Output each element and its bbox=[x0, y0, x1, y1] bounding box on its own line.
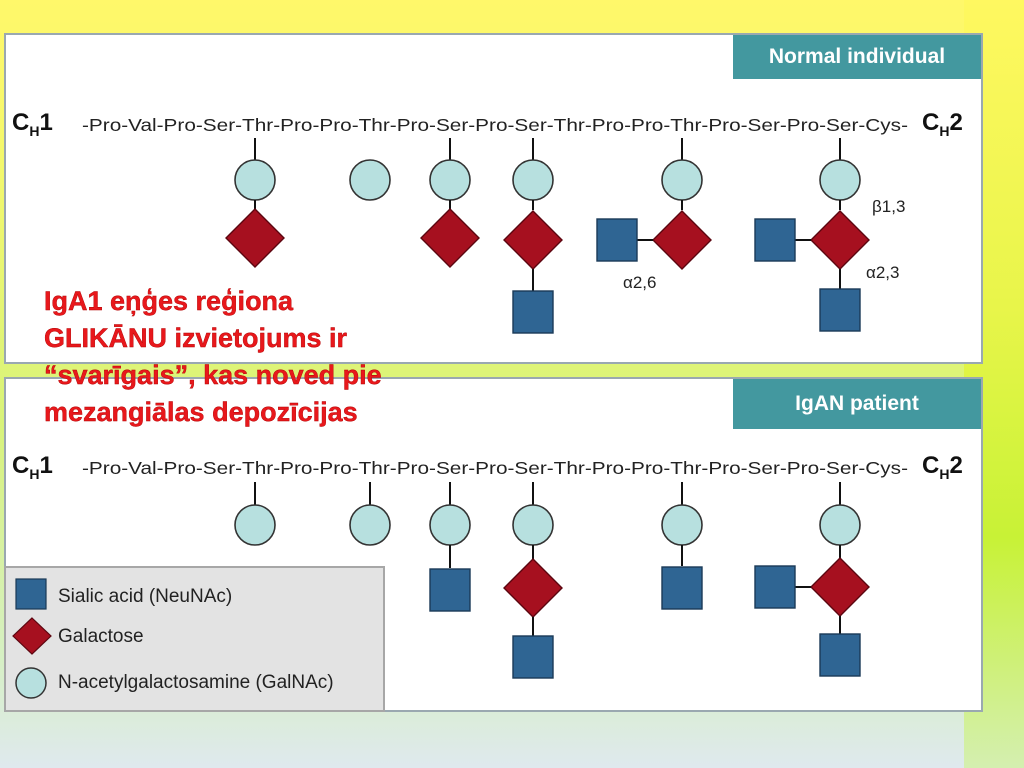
sialic-acid-square bbox=[512, 635, 554, 679]
sialic-acid-square bbox=[754, 218, 796, 262]
galnac-circle bbox=[234, 504, 276, 546]
ch2-label-top: C bbox=[922, 109, 939, 136]
galnac-circle bbox=[819, 504, 861, 546]
beta13-label: β1,3 bbox=[872, 197, 905, 216]
legend-label-galactose: Galactose bbox=[58, 626, 144, 647]
overlay-text-block: IgA1 eņģes reģiona GLIKĀNU izvietojums i… bbox=[44, 283, 604, 431]
peptide-sequence-bottom: -Pro-Val-Pro-Ser-Thr-Pro-Pro-Thr-Pro-Ser… bbox=[82, 458, 908, 478]
overlay-line-1: IgA1 eņģes reģiona bbox=[44, 286, 294, 316]
sialic-acid-square-icon bbox=[15, 578, 47, 610]
galnac-circle bbox=[349, 159, 391, 201]
galactose-diamond bbox=[810, 210, 870, 270]
galnac-circle-icon bbox=[15, 667, 47, 699]
galactose-diamond bbox=[652, 210, 712, 270]
galnac-circle bbox=[429, 504, 471, 546]
legend-label-sialic: Sialic acid (NeuNAc) bbox=[58, 586, 233, 607]
galnac-circle bbox=[429, 159, 471, 201]
sialic-acid-square bbox=[512, 290, 554, 334]
svg-text:CH1: CH1 bbox=[12, 452, 53, 482]
galactose-diamond bbox=[810, 557, 870, 617]
svg-text:CH1: CH1 bbox=[12, 109, 53, 139]
galnac-circle bbox=[819, 159, 861, 201]
galnac-circle bbox=[512, 504, 554, 546]
overlay-line-3: “svarīgais”, kas noved pie bbox=[44, 360, 382, 390]
galnac-circle bbox=[661, 504, 703, 546]
svg-text:CH2: CH2 bbox=[922, 109, 963, 139]
ch1-label-top: C bbox=[12, 109, 29, 136]
sialic-acid-square bbox=[754, 565, 796, 609]
sialic-acid-square bbox=[819, 288, 861, 332]
igan-patient-tag: IgAN patient bbox=[733, 379, 981, 429]
glycans-igan bbox=[234, 482, 870, 679]
galnac-circle bbox=[512, 159, 554, 201]
overlay-line-2: GLIKĀNU izvietojums ir bbox=[44, 323, 348, 353]
peptide-sequence-top: -Pro-Val-Pro-Ser-Thr-Pro-Pro-Thr-Pro-Ser… bbox=[82, 115, 908, 135]
sialic-acid-square bbox=[661, 566, 703, 610]
alpha23-label: α2,3 bbox=[866, 263, 899, 282]
sialic-acid-square bbox=[819, 633, 861, 677]
galactose-diamond bbox=[225, 208, 285, 268]
galnac-circle bbox=[349, 504, 391, 546]
overlay-line-4: mezangiālas depozīcijas bbox=[44, 397, 358, 427]
legend: Sialic acid (NeuNAc) Galactose N-acetylg… bbox=[4, 566, 385, 712]
alpha26-label: α2,6 bbox=[623, 273, 656, 292]
sialic-acid-square bbox=[429, 568, 471, 612]
galactose-diamond bbox=[503, 558, 563, 618]
legend-label-galnac: N-acetylgalactosamine (GalNAc) bbox=[58, 672, 334, 693]
galnac-circle bbox=[661, 159, 703, 201]
galactose-diamond bbox=[420, 208, 480, 268]
sialic-acid-square bbox=[596, 218, 638, 262]
legend-symbols bbox=[12, 578, 52, 699]
galactose-diamond-icon bbox=[12, 617, 52, 655]
galnac-circle bbox=[234, 159, 276, 201]
svg-text:CH2: CH2 bbox=[922, 452, 963, 482]
glycans-normal bbox=[225, 138, 870, 334]
ch1-label-bottom: C bbox=[12, 452, 29, 479]
normal-individual-tag: Normal individual bbox=[733, 35, 981, 79]
galactose-diamond bbox=[503, 210, 563, 270]
ch2-label-bottom: C bbox=[922, 452, 939, 479]
